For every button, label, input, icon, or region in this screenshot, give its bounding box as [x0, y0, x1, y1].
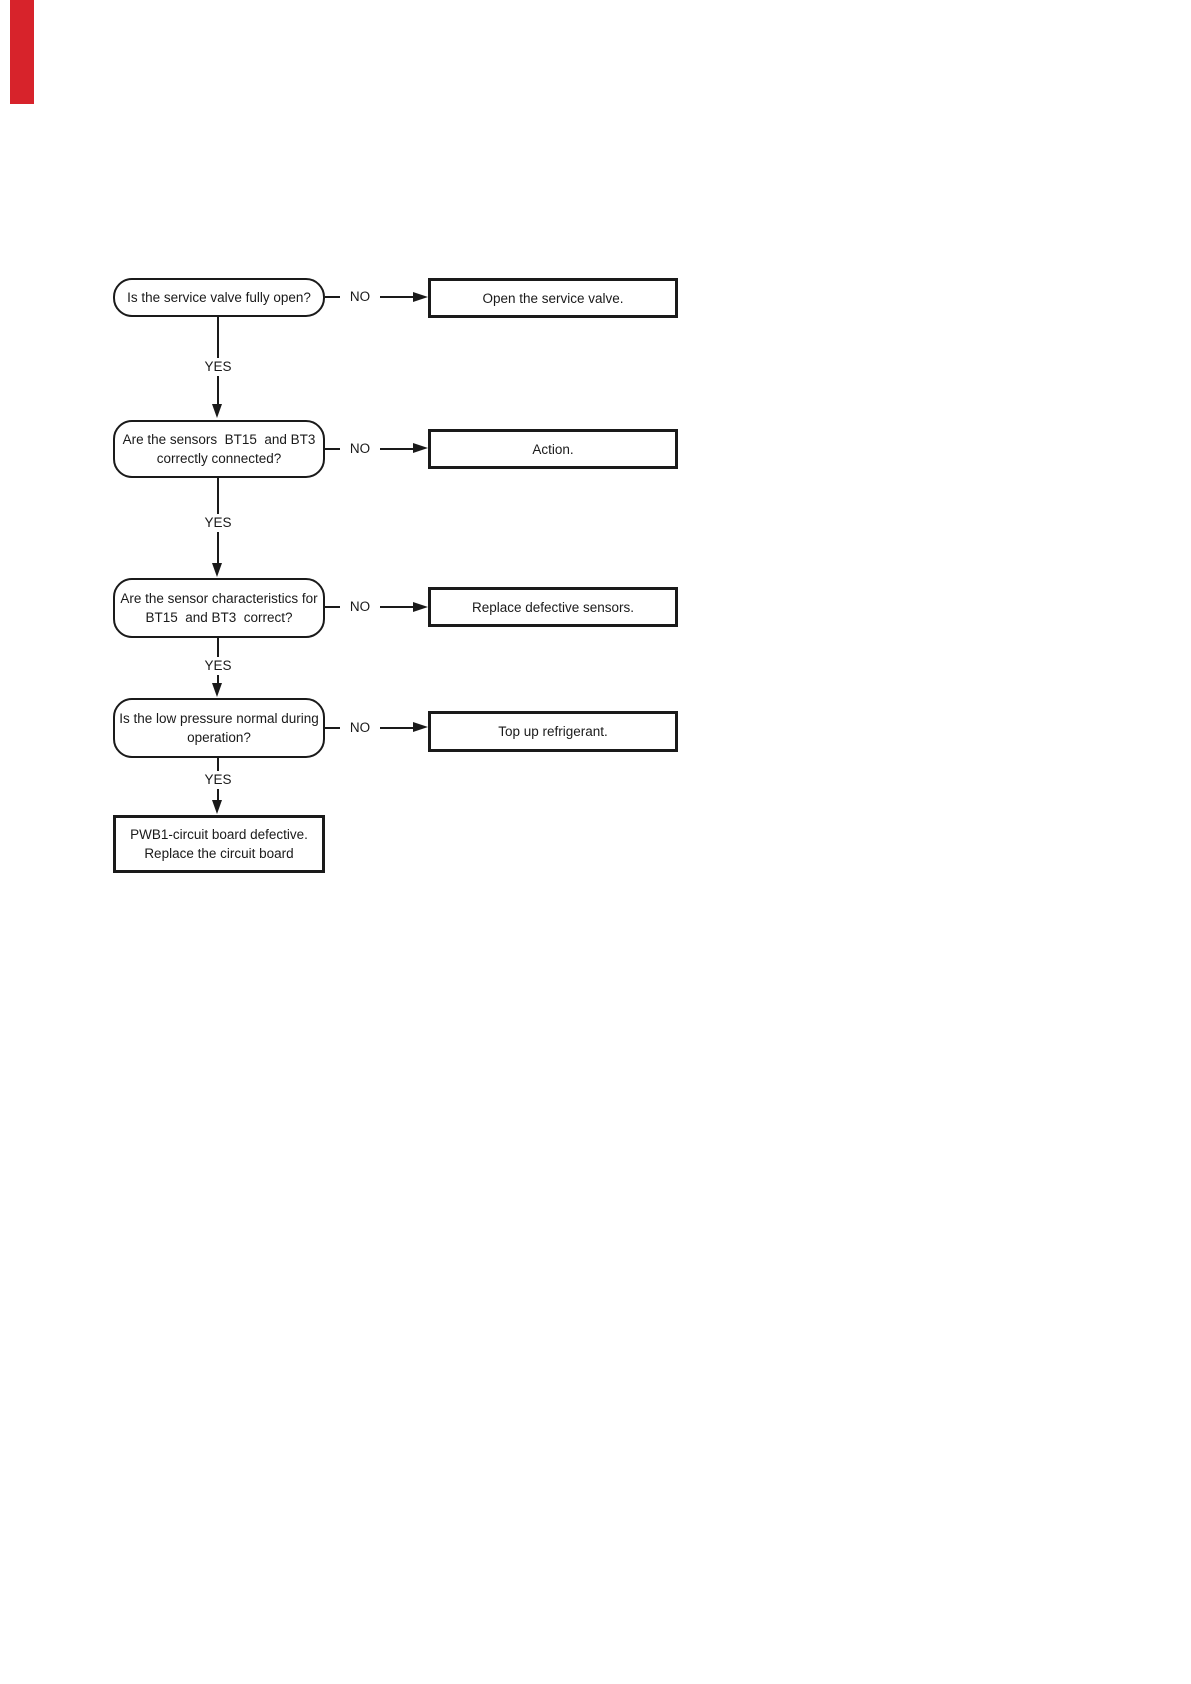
action-box-action: Action. [428, 429, 678, 469]
no-label: NO [340, 598, 380, 616]
arrow-down-icon [212, 800, 222, 814]
arrow-right-icon [413, 722, 428, 732]
action-text: Top up refrigerant. [498, 724, 608, 739]
decision-box-low-pressure: Is the low pressure normal during operat… [113, 698, 325, 758]
arrow-down-icon [212, 563, 222, 577]
yes-label: YES [196, 514, 240, 532]
decision-text: Is the service valve fully open? [127, 290, 311, 305]
action-text: Replace defective sensors. [471, 599, 635, 615]
action-box-open-valve: Open the service valve. [428, 278, 678, 318]
decision-text: Are the sensors BT15 and BT3 correctly c… [122, 432, 316, 466]
no-label: NO [340, 440, 380, 458]
decision-box-sensors-connected: Are the sensors BT15 and BT3 correctly c… [113, 420, 325, 478]
yes-label: YES [196, 657, 240, 675]
decision-box-service-valve: Is the service valve fully open? [113, 278, 325, 317]
decision-text: Is the low pressure normal during operat… [119, 711, 319, 745]
no-label: NO [340, 719, 380, 737]
conclusion-box: PWB1-circuit board defective. Replace th… [113, 815, 325, 873]
decision-box-sensor-characteristics: Are the sensor characteristics for BT15 … [113, 578, 325, 638]
arrow-right-icon [413, 443, 428, 453]
arrow-down-icon [212, 404, 222, 418]
action-text: Open the service valve. [482, 290, 624, 306]
conclusion-text: PWB1-circuit board defective. Replace th… [130, 827, 308, 861]
decision-text: Are the sensor characteristics for BT15 … [120, 591, 318, 625]
action-text: Action. [532, 441, 574, 457]
yes-label: YES [196, 771, 240, 789]
arrow-right-icon [413, 602, 428, 612]
no-label: NO [340, 288, 380, 306]
action-box-top-up-refrigerant: Top up refrigerant. [428, 711, 678, 752]
action-box-replace-sensors: Replace defective sensors. [428, 587, 678, 627]
yes-label: YES [196, 358, 240, 376]
chapter-tab [10, 0, 34, 104]
arrow-right-icon [413, 292, 428, 302]
arrow-down-icon [212, 683, 222, 697]
